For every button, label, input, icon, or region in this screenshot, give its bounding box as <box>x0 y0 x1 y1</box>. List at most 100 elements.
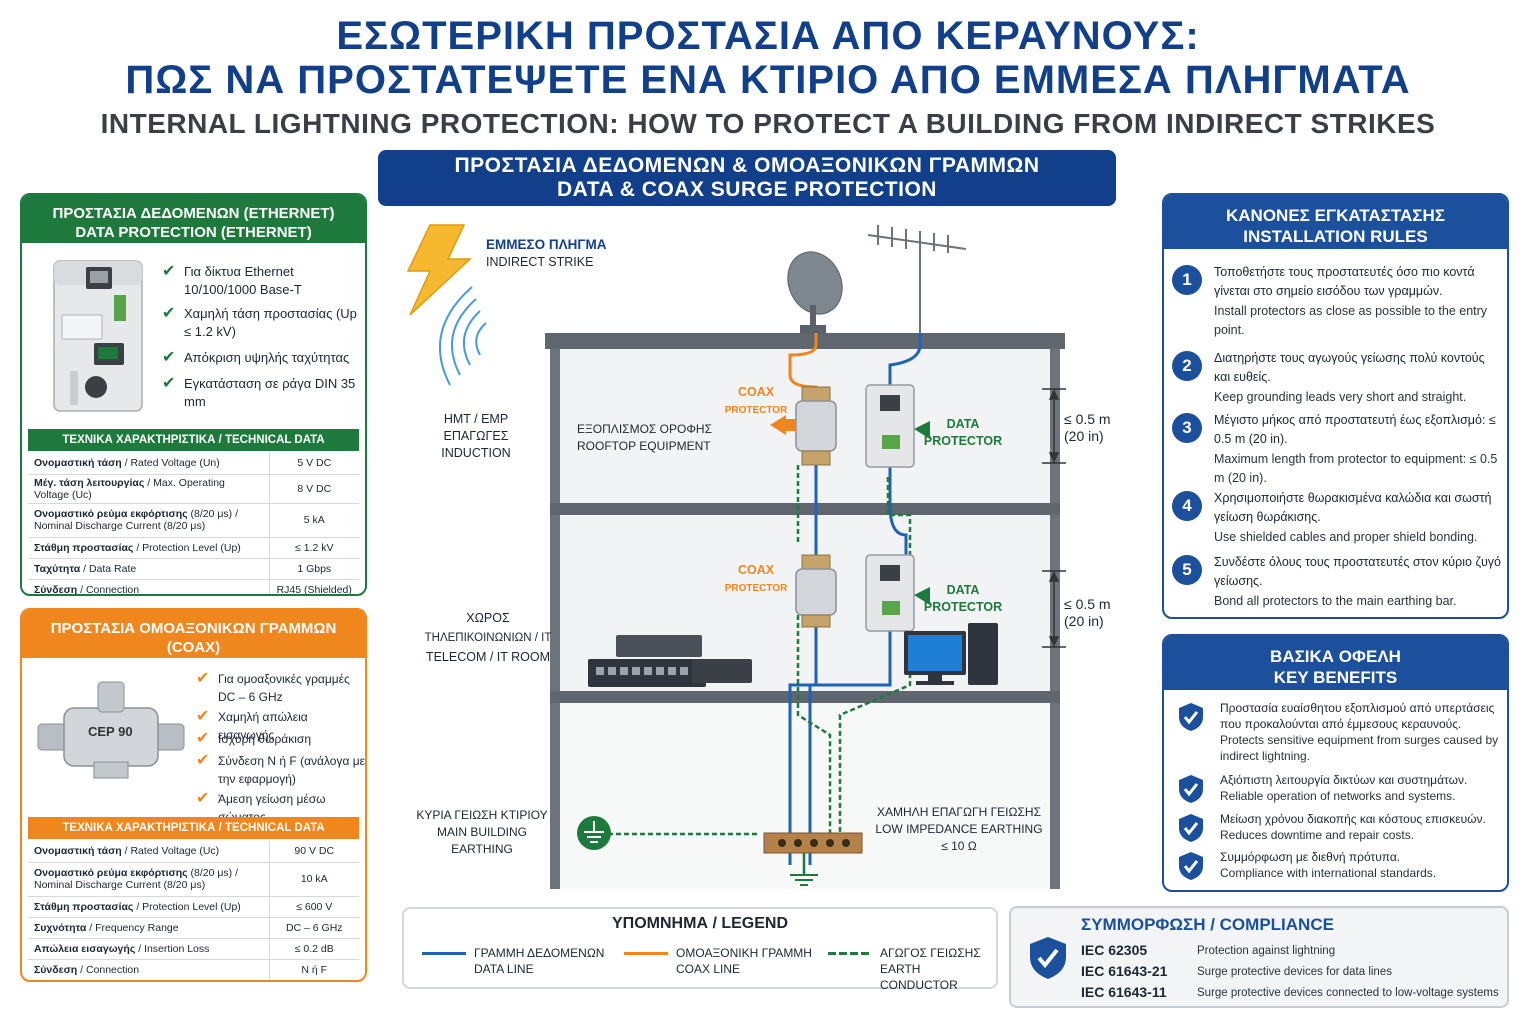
coax-protector-image-icon: CEP 90 <box>37 681 185 779</box>
building-floor-1 <box>550 503 1060 515</box>
ethernet-panel-header: ΠΡΟΣΤΑΣΙΑ ΔΕΔΟΜΕΝΩΝ (ETHERNET) DATA PROT… <box>22 195 365 243</box>
earthing-bar-icon <box>763 832 863 886</box>
coax-protector-upper-icon <box>770 386 837 466</box>
check-icon: ✔ <box>196 708 210 725</box>
ethernet-spec-title: ΤΕΧΝΙΚΑ ΧΑΡΑΚΤΗΡΙΣΤΙΚΑ / TECHNICAL DATA <box>28 429 359 451</box>
page-title-english: INTERNAL LIGHTNING PROTECTION: HOW TO PR… <box>100 108 1436 139</box>
compliance-desc-3: Surge protective devices connected to lo… <box>1197 987 1499 999</box>
lightning-icon <box>406 224 472 316</box>
check-icon: ✔ <box>196 752 210 769</box>
benefit-item-2: Αξιόπιστη λειτουργία δικτύων και συστημά… <box>1178 772 1507 804</box>
check-icon: ✔ <box>162 263 176 280</box>
key-benefits-title-greek: ΒΑΣΙΚΑ ΟΦΕΛΗ <box>1270 647 1401 666</box>
data-line-antenna <box>888 333 922 387</box>
check-icon: ✔ <box>162 349 176 366</box>
distance-marker-upper <box>1042 388 1066 464</box>
check-icon: ✔ <box>196 670 210 687</box>
key-benefits-header: ΒΑΣΙΚΑ ΟΦΕΛΗ KEY BENEFITS <box>1164 636 1507 690</box>
compliance-panel: ΣΥΜΜΟΡΦΩΣΗ / COMPLIANCE IEC 62305 Protec… <box>1009 906 1509 1008</box>
coax-panel-header: ΠΡΟΣΤΑΣΙΑ ΟΜΟΑΞΟΝΙΚΩΝ ΓΡΑΜΜΩΝ (COAX) COA… <box>22 610 365 675</box>
compliance-title: ΣΥΜΜΟΡΦΩΣΗ / COMPLIANCE <box>1081 915 1334 934</box>
installation-rules-header: ΚΑΝΟΝΕΣ ΕΓΚΑΤΑΣΤΑΣΗΣ INSTALLATION RULES <box>1164 195 1507 249</box>
coax-feature-1: ✔Για ομοαξονικές γραμμές DC – 6 GHz <box>196 670 350 704</box>
table-row: Απώλεια εισαγωγής / Insertion Loss≤ 0.2 … <box>28 938 359 960</box>
check-icon: ✔ <box>162 305 176 322</box>
benefit-item-4: Συμμόρφωση με διεθνή πρότυπα.Compliance … <box>1178 849 1507 881</box>
legend-title: ΥΠΟΜΝΗΜΑ / LEGEND <box>612 915 788 932</box>
coax-title-english: COAX PROTECTION <box>120 658 267 675</box>
table-row: Στάθμη προστασίας / Protection Level (Up… <box>28 537 359 559</box>
coax-feature-2: ✔Χαμηλή απώλεια εισαγωγής <box>196 708 308 742</box>
satellite-dish-icon <box>787 251 843 333</box>
data-line-swatch <box>422 952 466 955</box>
distance-label-upper: ≤ 0.5 m(20 in) <box>1064 411 1111 444</box>
ethernet-feature-1: ✔Για δίκτυα Ethernet 10/100/1000 Base-T <box>162 263 302 297</box>
earth-conductors <box>600 465 912 836</box>
table-row: Ονομαστική τάση / Rated Voltage (Uc)90 V… <box>28 841 359 863</box>
building-floor-2 <box>550 691 1060 703</box>
coax-feature-3: ✔Ισχυρή θωράκιση <box>196 730 311 747</box>
data-protector-upper-icon <box>865 384 930 468</box>
coax-protector-lower-icon <box>795 554 837 628</box>
coax-panel: ΠΡΟΣΤΑΣΙΑ ΟΜΟΑΞΟΝΙΚΩΝ ΓΡΑΜΜΩΝ (COAX) COA… <box>20 608 367 982</box>
coax-title-greek: ΠΡΟΣΤΑΣΙΑ ΟΜΟΑΞΟΝΙΚΩΝ ΓΡΑΜΜΩΝ (COAX) <box>50 620 337 656</box>
shield-check-icon <box>1179 814 1203 842</box>
coax-line-roof <box>788 333 818 391</box>
compliance-standard-3: IEC 61643-11 <box>1081 984 1167 1000</box>
coax-spec-title: ΤΕΧΝΙΚΑ ΧΑΡΑΚΤΗΡΙΣΤΙΚΑ / TECHNICAL DATA <box>28 817 359 839</box>
ethernet-spec-table: Ονομαστική τάση / Rated Voltage (Un)5 V … <box>28 453 359 594</box>
compliance-standard-1: IEC 62305 <box>1081 942 1148 958</box>
compliance-shield-icon <box>1030 937 1066 979</box>
ethernet-title-greek: ΠΡΟΣΤΑΣΙΑ ΔΕΔΟΜΕΝΩΝ (ETHERNET) <box>52 205 335 222</box>
installation-rules-title-greek: ΚΑΝΟΝΕΣ ΕΓΚΑΤΑΣΤΑΣΗΣ <box>1226 206 1445 225</box>
key-benefits-panel: ΒΑΣΙΚΑ ΟΦΕΛΗ KEY BENEFITS Προστασία ευαί… <box>1162 634 1509 892</box>
benefit-item-3: Μείωση χρόνου διακοπής και κόστους επισκ… <box>1178 811 1507 843</box>
key-benefits-title-english: KEY BENEFITS <box>1273 668 1398 687</box>
page-title-greek-line1: ΕΣΩΤΕΡΙΚΗ ΠΡΟΣΤΑΣΙΑ ΑΠΟ ΚΕΡΑΥΝΟΥΣ: <box>336 14 1200 58</box>
ethernet-feature-4: ✔Εγκατάσταση σε ράγα DIN 35 mm <box>162 375 356 409</box>
coax-line-swatch <box>624 952 668 955</box>
building-roof <box>545 333 1065 349</box>
ethernet-title-english: DATA PROTECTION (ETHERNET) <box>75 224 312 241</box>
check-icon: ✔ <box>162 375 176 392</box>
data-protector-lower-icon <box>865 554 930 632</box>
installation-rules-title-english: INSTALLATION RULES <box>1243 227 1428 246</box>
data-line-mid <box>888 465 908 555</box>
compliance-desc-1: Protection against lightning <box>1197 945 1336 957</box>
ethernet-feature-3: ✔Απόκριση υψηλής ταχύτητας <box>162 349 350 366</box>
earth-conductor-swatch <box>828 952 872 955</box>
page-title-greek-line2: ΠΩΣ ΝΑ ΠΡΟΣΤΑΤΕΨΕΤΕ ΕΝΑ ΚΤΙΡΙΟ ΑΠΟ ΕΜΜΕΣ… <box>125 58 1411 102</box>
building-left-wall <box>550 349 560 889</box>
emp-waves-icon <box>438 286 487 386</box>
computer-monitor-icon <box>904 623 998 685</box>
building-diagram <box>406 224 1066 889</box>
coax-spec-table: Ονομαστική τάση / Rated Voltage (Uc)90 V… <box>28 841 359 980</box>
ethernet-protector-image-icon <box>53 260 143 412</box>
data-line-riser-left <box>788 625 818 865</box>
section-banner: ΠΡΟΣΤΑΣΙΑ ΔΕΔΟΜΕΝΩΝ & ΟΜΟΑΞΟΝΙΚΩΝ ΓΡΑΜΜΩ… <box>378 150 1116 206</box>
coax-feature-4: ✔Σύνδεση N ή F (ανάλογα με την εφαρμογή) <box>196 752 365 786</box>
compliance-standard-2: IEC 61643-21 <box>1081 963 1168 979</box>
